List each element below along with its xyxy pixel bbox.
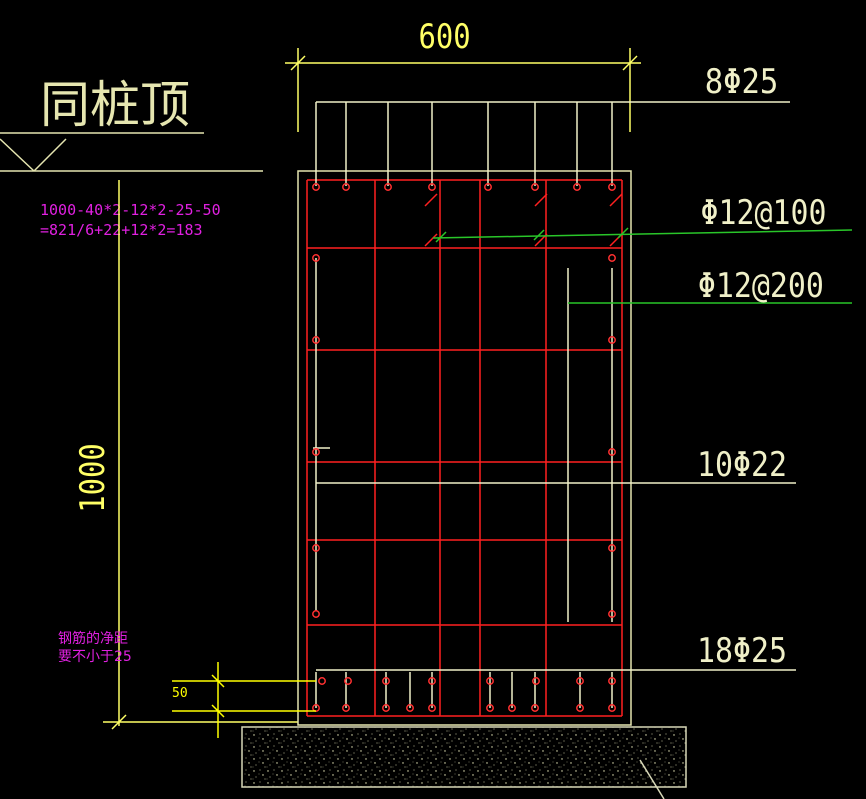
label-stirrup-dense: Φ12@100 [432,192,853,243]
height-dimension-text: 1000 [74,443,113,513]
side-bar [608,254,616,262]
bottom-bars-label: 18Φ25 [697,630,787,670]
side-bar [608,336,616,344]
bottom-bar-second-row [486,677,494,685]
bottom-bar [608,704,616,712]
side-bar [608,544,616,552]
side-bar [312,610,320,618]
bottom-bar-second-row [532,677,540,685]
bottom-bar-second-row [576,677,584,685]
top-bar [484,183,492,191]
spacing-note-line1: 钢筋的净距 [58,630,128,647]
gravel-bed [241,726,687,799]
bottom-bar [531,704,539,712]
bottom-bar-second-row [428,677,436,685]
stirrup-hook [609,193,623,207]
pile-top-label: 同桩顶 [40,76,190,134]
stirrup-hook [534,193,548,207]
stirrup-hook [424,233,438,247]
bottom-bar-second-row [382,677,390,685]
top-bar [608,183,616,191]
width-dimension-text: 600 [418,18,470,57]
top-bar [342,183,350,191]
label-side-bars: 10Φ22 [316,444,796,484]
bottom-bar [382,704,390,712]
bar-spacing-dimension: 50 [172,662,316,738]
side-bar [312,448,320,456]
top-bar [573,183,581,191]
pile-top-marker: 同桩顶 [0,76,263,172]
label-stirrup-sparse: Φ12@200 [568,265,852,305]
beam-outline [297,170,632,726]
bottom-bar-second-row [344,677,352,685]
stirrup-grid [306,179,623,717]
side-bars-label: 10Φ22 [697,444,787,484]
level-triangle-right [33,138,67,172]
top-bar [312,183,320,191]
calc-note-line2: =821/6+22+12*2=183 [40,221,203,239]
top-bar-leaders [315,102,613,186]
label-bottom-bars: 18Φ25 [316,630,796,671]
spacing-note-line2: 要不小于25 [58,649,132,665]
height-dimension: 1000 [74,180,298,730]
top-bar [428,183,436,191]
width-dimension: 600 [285,18,641,132]
bottom-bar-second-row [608,677,616,685]
level-triangle-left [0,138,35,172]
top-bars-label: 8Φ25 [705,61,779,101]
side-bar [312,336,320,344]
rebar-dots [312,183,616,712]
bottom-bar [428,704,436,712]
calc-note-line1: 1000-40*2-12*2-25-50 [40,201,221,219]
stirrup-dense-label: Φ12@100 [700,192,826,232]
stirrup-sparse-label: Φ12@200 [698,265,824,305]
bar-spacing-dimension-text: 50 [172,686,188,701]
label-top-bars: 8Φ25 [316,61,790,103]
top-bar [384,183,392,191]
side-bar [312,544,320,552]
side-bar [312,254,320,262]
bottom-bar [342,704,350,712]
side-bar-lines [313,258,613,622]
bottom-bar [576,704,584,712]
top-bar [531,183,539,191]
bottom-bar [406,704,414,712]
side-bar [608,448,616,456]
bottom-bar-second-row [318,677,326,685]
side-bar [608,610,616,618]
bottom-bar [486,704,494,712]
bottom-bar-leaders [315,672,613,708]
stirrup-hook [424,193,438,207]
bottom-bar [508,704,516,712]
